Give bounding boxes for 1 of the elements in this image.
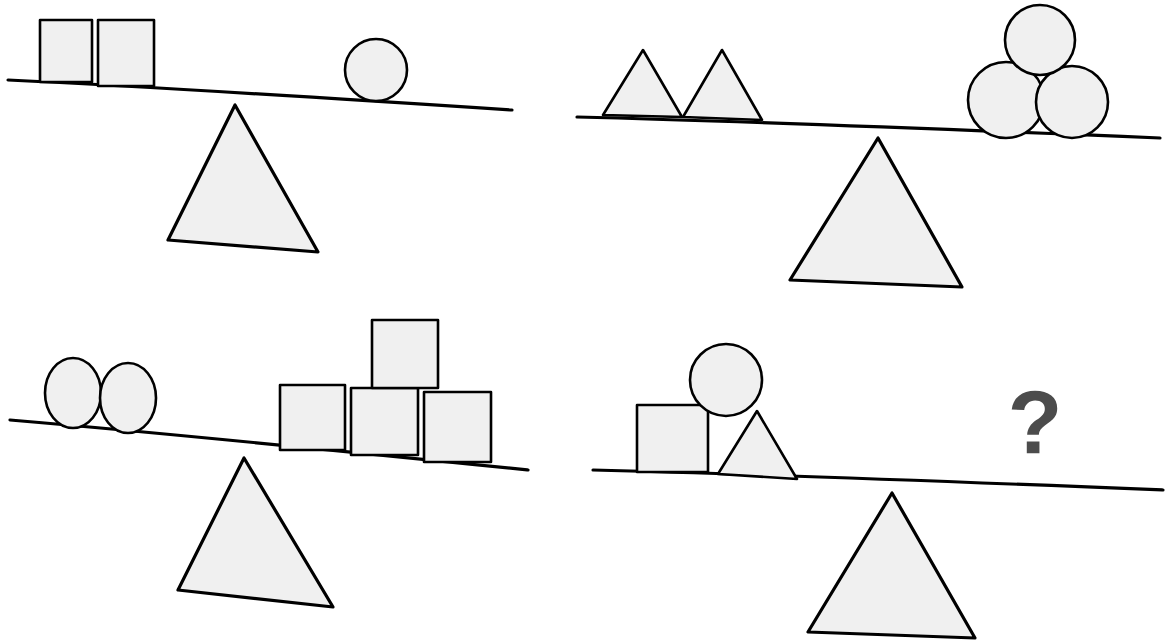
question-mark: ? [1011,390,1058,454]
